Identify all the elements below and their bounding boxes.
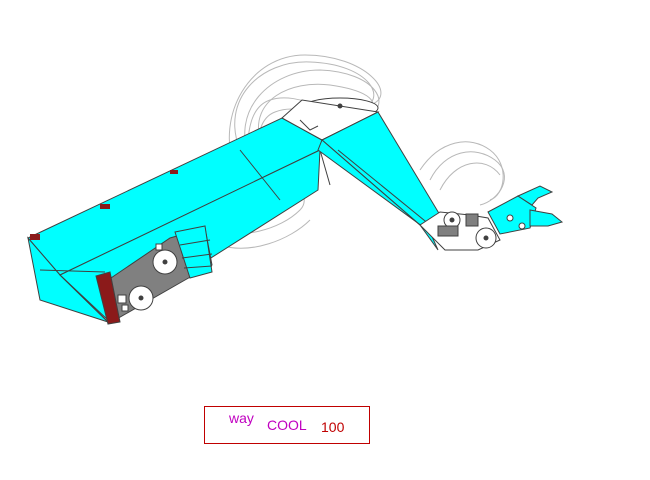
wrist-assembly bbox=[419, 211, 501, 251]
caption-word-cool: COOL bbox=[267, 417, 307, 433]
forearm-side-face bbox=[317, 139, 439, 251]
caption-word-way: way bbox=[229, 410, 254, 426]
elbow-joint bbox=[281, 97, 380, 141]
gripper bbox=[487, 185, 564, 235]
gripper-jaw-lower bbox=[529, 209, 564, 227]
forearm bbox=[317, 111, 441, 251]
upper-arm bbox=[27, 117, 331, 323]
base-motor bbox=[95, 225, 213, 325]
cable-bundle bbox=[209, 54, 505, 249]
caption-value: 100 bbox=[321, 419, 345, 435]
gripper-jaw-upper bbox=[516, 185, 554, 206]
caption-box: way COOL 100 bbox=[204, 406, 370, 444]
